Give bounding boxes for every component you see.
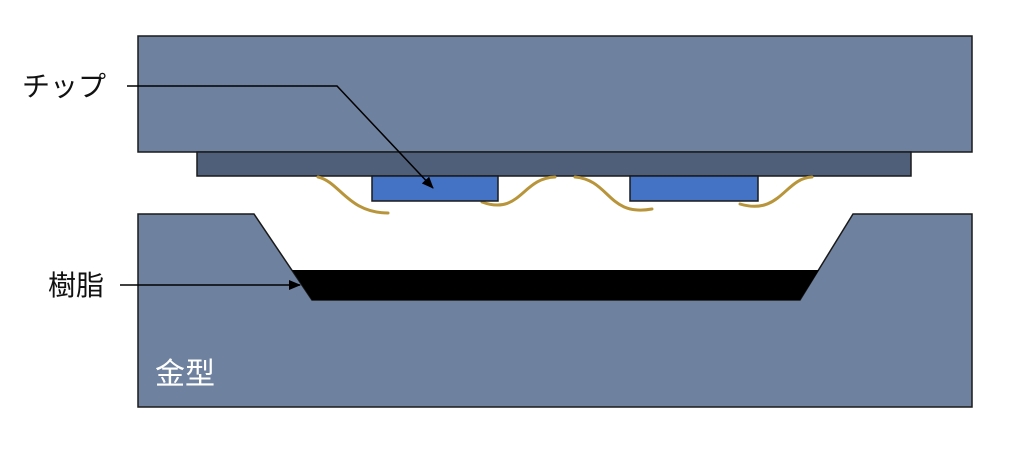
bonding-wires bbox=[316, 175, 814, 215]
substrate bbox=[196, 151, 912, 177]
chip-left bbox=[371, 175, 499, 202]
resin bbox=[292, 270, 819, 300]
upper-mold bbox=[137, 35, 973, 153]
lower-mold bbox=[137, 213, 973, 408]
bonding-wire bbox=[316, 175, 390, 215]
bonding-wire bbox=[738, 175, 814, 208]
chip-leader-line bbox=[127, 85, 434, 189]
chip-right bbox=[629, 175, 759, 202]
chip-label: チップ bbox=[22, 70, 106, 103]
resin-label: 樹脂 bbox=[48, 269, 104, 302]
bonding-wire bbox=[480, 175, 557, 207]
mold-label: 金型 bbox=[155, 357, 215, 392]
bonding-wire bbox=[573, 175, 654, 212]
